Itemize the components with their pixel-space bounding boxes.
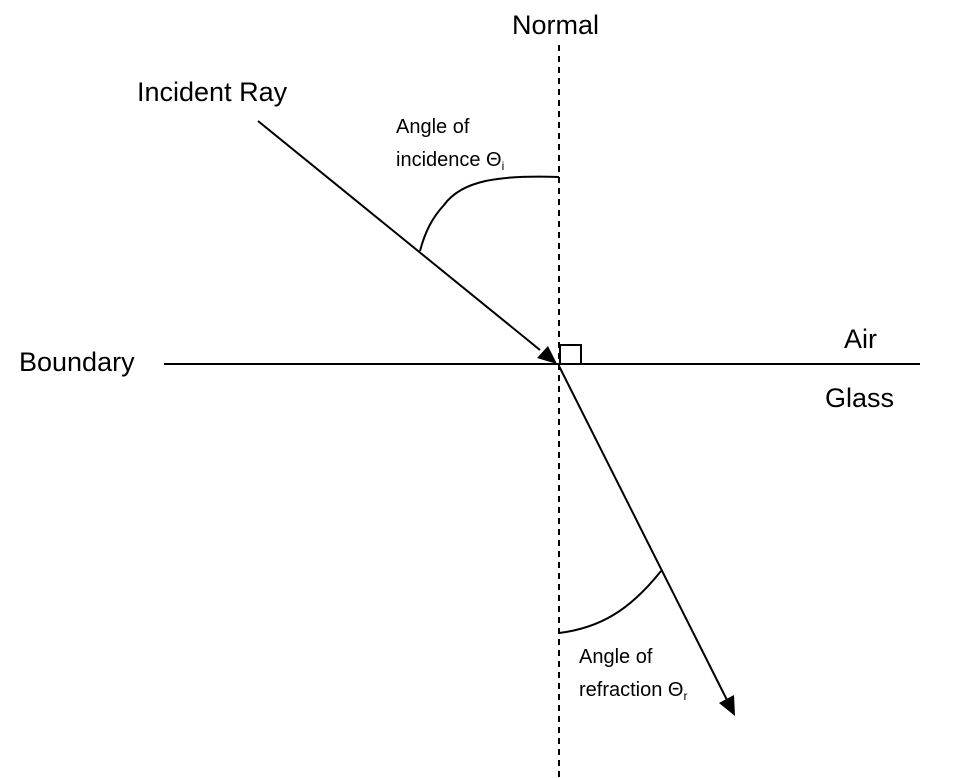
angle-of-refraction-label-line2: refraction Θr [579,679,687,703]
angle-of-incidence-label-line1: Angle of [396,116,470,138]
normal-label: Normal [512,10,599,40]
boundary-label: Boundary [19,347,135,377]
angle-of-incidence-text: incidence Θ [396,149,502,171]
refracted-ray [558,365,728,701]
incident-ray-arrowhead [537,346,557,364]
angle-of-incidence-subscript: i [502,159,505,173]
right-angle-marker [559,344,582,365]
refracted-ray-arrowhead [719,695,735,716]
angle-of-incidence-label-line2: incidence Θi [396,149,504,173]
angle-of-refraction-label-line1: Angle of [579,646,653,668]
incident-ray-label: Incident Ray [137,77,288,107]
angle-of-refraction-text: refraction Θ [579,679,683,701]
air-label: Air [844,324,877,354]
angle-of-incidence-arc [419,175,560,252]
incident-ray [257,120,541,351]
angle-of-refraction-subscript: r [683,689,687,703]
angle-of-refraction-arc [558,570,662,634]
glass-label: Glass [825,383,894,413]
